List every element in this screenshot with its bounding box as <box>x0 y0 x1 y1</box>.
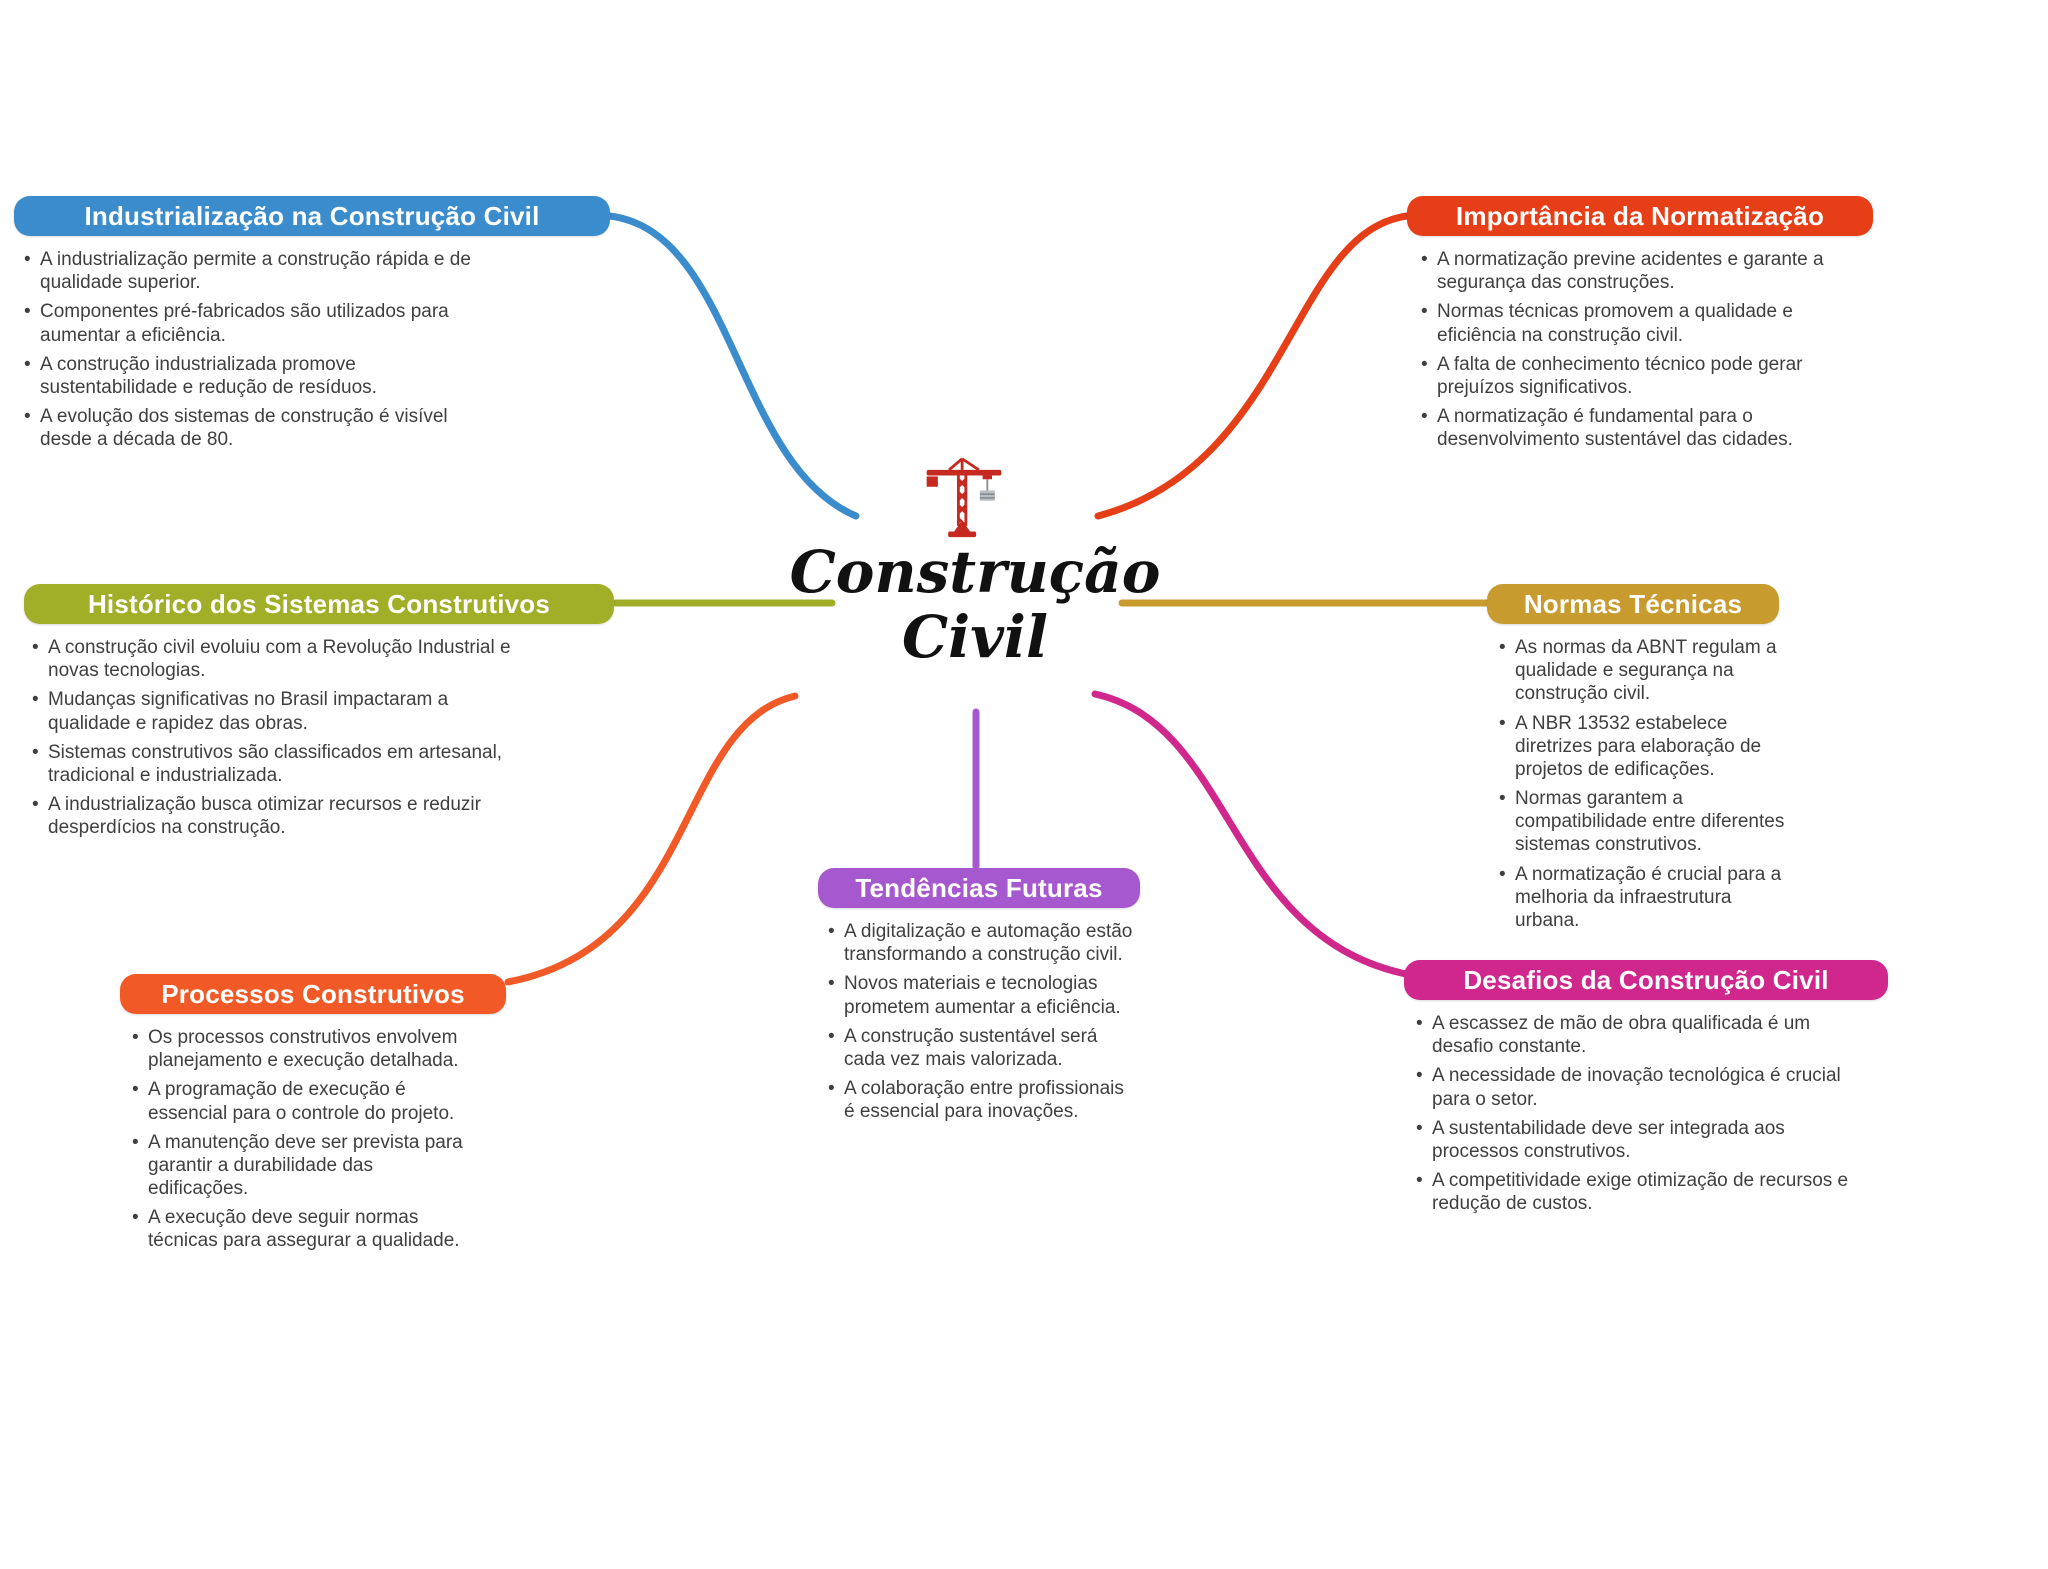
branch-normas-tecnicas: Normas Técnicas As normas da ABNT regula… <box>1487 584 1784 938</box>
branch-title-industrializacao: Industrialização na Construção Civil <box>14 196 610 236</box>
bullet-item: A construção industrializada promove sus… <box>20 353 482 399</box>
bullet-list-normas-tecnicas: As normas da ABNT regulam a qualidade e … <box>1495 636 1795 932</box>
branch-title-historico: Histórico dos Sistemas Construtivos <box>24 584 614 624</box>
branch-title-tendencias: Tendências Futuras <box>818 868 1140 908</box>
bullet-item: A execução deve seguir normas técnicas p… <box>128 1206 468 1252</box>
bullet-item: Normas garantem a compatibilidade entre … <box>1495 787 1795 857</box>
bullet-item: A competitividade exige otimização de re… <box>1412 1169 1872 1215</box>
bullet-item: A colaboração entre profissionais é esse… <box>824 1077 1134 1123</box>
branch-desafios: Desafios da Construção Civil A escassez … <box>1404 960 1888 1221</box>
bullet-item: A normatização previne acidentes e garan… <box>1417 248 1865 294</box>
bullet-list-desafios: A escassez de mão de obra qualificada é … <box>1412 1012 1872 1215</box>
branch-tendencias: Tendências Futuras A digitalização e aut… <box>818 868 1140 1129</box>
bullet-item: Sistemas construtivos são classificados … <box>28 741 528 787</box>
crane-icon <box>916 455 1012 539</box>
connector-normatizacao <box>1094 212 1411 520</box>
center-title-line1: Construção <box>789 538 1161 606</box>
connector-desafios <box>1091 690 1410 978</box>
branch-historico: Histórico dos Sistemas Construtivos A co… <box>24 584 614 845</box>
bullet-item: A falta de conhecimento técnico pode ger… <box>1417 353 1865 399</box>
bullet-item: A normatização é crucial para a melhoria… <box>1495 863 1795 933</box>
bullet-item: A industrialização permite a construção … <box>20 248 482 294</box>
bullet-list-processos: Os processos construtivos envolvem plane… <box>128 1026 468 1253</box>
bullet-item: Os processos construtivos envolvem plane… <box>128 1026 468 1072</box>
bullet-item: A necessidade de inovação tecnológica é … <box>1412 1064 1872 1110</box>
bullet-item: As normas da ABNT regulam a qualidade e … <box>1495 636 1795 706</box>
bullet-item: A escassez de mão de obra qualificada é … <box>1412 1012 1872 1058</box>
bullet-item: Novos materiais e tecnologias prometem a… <box>824 972 1134 1018</box>
branch-title-processos: Processos Construtivos <box>120 974 506 1014</box>
branch-title-desafios: Desafios da Construção Civil <box>1404 960 1888 1000</box>
center-title-line2: Civil <box>902 602 1048 671</box>
bullet-item: A sustentabilidade deve ser integrada ao… <box>1412 1117 1872 1163</box>
connector-processos <box>504 692 799 986</box>
bullet-item: A construção sustentável será cada vez m… <box>824 1025 1134 1071</box>
bullet-list-tendencias: A digitalização e automação estão transf… <box>824 920 1134 1123</box>
branch-title-normas-tecnicas: Normas Técnicas <box>1487 584 1779 624</box>
branch-title-normatizacao: Importância da Normatização <box>1407 196 1873 236</box>
branch-industrializacao: Industrialização na Construção Civil A i… <box>14 196 610 457</box>
bullet-item: Mudanças significativas no Brasil impact… <box>28 688 528 734</box>
bullet-list-industrializacao: A industrialização permite a construção … <box>20 248 482 451</box>
branch-normatizacao: Importância da Normatização A normatizaç… <box>1407 196 1873 457</box>
bullet-item: A NBR 13532 estabelece diretrizes para e… <box>1495 712 1795 782</box>
bullet-item: A construção civil evoluiu com a Revoluç… <box>28 636 528 682</box>
bullet-list-historico: A construção civil evoluiu com a Revoluç… <box>28 636 528 839</box>
bullet-item: A programação de execução é essencial pa… <box>128 1078 468 1124</box>
bullet-item: Componentes pré-fabricados são utilizado… <box>20 300 482 346</box>
bullet-item: Normas técnicas promovem a qualidade e e… <box>1417 300 1865 346</box>
bullet-item: A digitalização e automação estão transf… <box>824 920 1134 966</box>
connector-industrializacao <box>606 212 860 520</box>
center-topic: Construção Civil <box>760 540 1190 670</box>
bullet-item: A manutenção deve ser prevista para gara… <box>128 1131 468 1201</box>
branch-processos: Processos Construtivos Os processos cons… <box>120 974 506 1259</box>
bullet-list-normatizacao: A normatização previne acidentes e garan… <box>1417 248 1865 451</box>
bullet-item: A evolução dos sistemas de construção é … <box>20 405 482 451</box>
bullet-item: A normatização é fundamental para o dese… <box>1417 405 1865 451</box>
bullet-item: A industrialização busca otimizar recurs… <box>28 793 528 839</box>
